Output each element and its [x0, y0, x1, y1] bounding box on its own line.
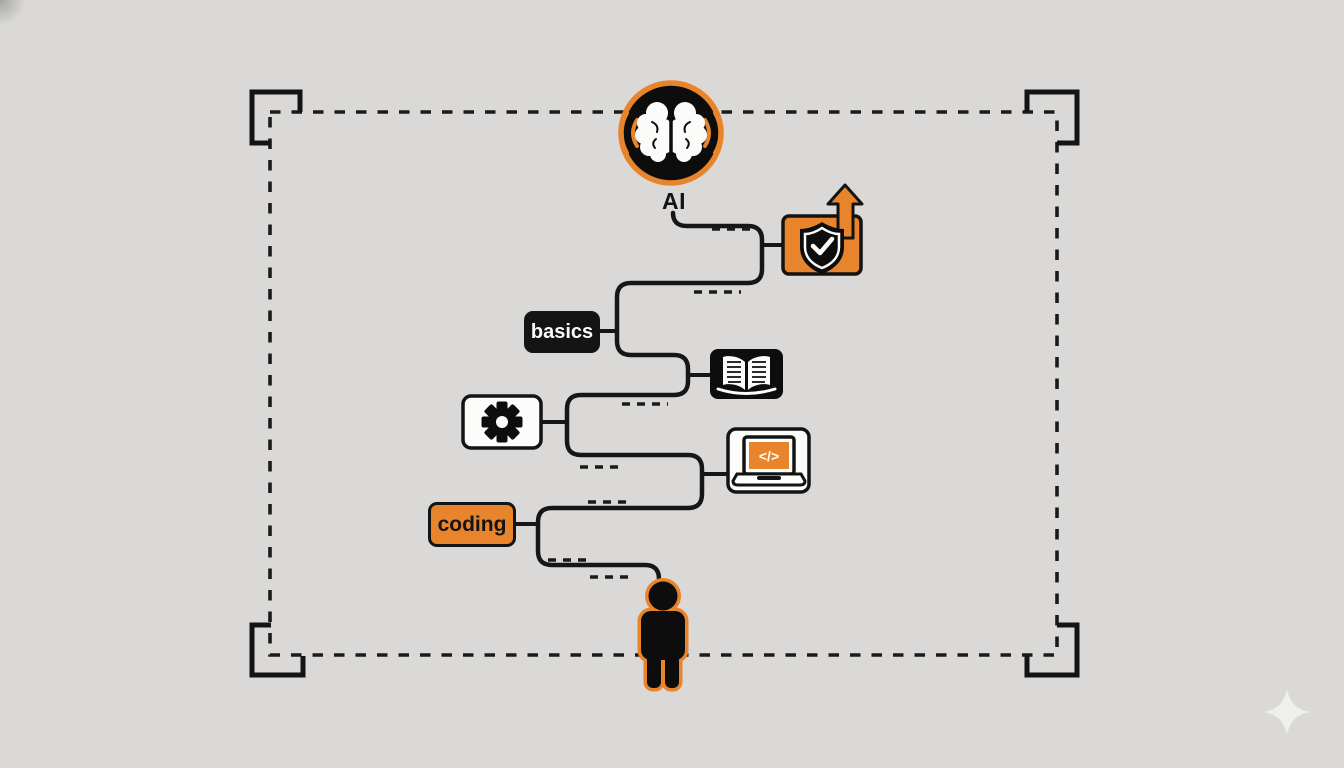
route-dash-hints: [548, 227, 750, 579]
sound-wave-arcs-icon: [619, 111, 723, 155]
code-glyph: </>: [759, 448, 779, 464]
route-connectors: [516, 243, 783, 526]
laptop-milestone-node: </>: [726, 427, 811, 494]
corner-bracket-bottom-right: [1024, 622, 1080, 678]
coding-node: coding: [428, 502, 516, 547]
shield-check-icon: [800, 222, 844, 274]
laptop-code-icon: </>: [731, 435, 807, 487]
book-milestone-node: [710, 349, 783, 399]
route-line: [535, 210, 765, 587]
corner-smudge: [0, 0, 26, 26]
corner-bracket-top-right: [1024, 89, 1080, 146]
learning-path-route: [516, 210, 783, 587]
corner-bracket-bottom-left: [249, 622, 306, 678]
ai-brain-node: [618, 80, 724, 186]
shield-milestone-node: [781, 183, 864, 276]
gear-icon: [481, 401, 523, 443]
gear-milestone-node: [461, 394, 543, 450]
basics-node: basics: [524, 311, 600, 353]
corner-bracket-top-left: [249, 89, 303, 146]
frame-corner-brackets: [249, 89, 1080, 678]
ai-node-label: AI: [662, 187, 686, 214]
sparkle-icon: [1264, 689, 1310, 735]
arrow-up-icon: [826, 183, 864, 240]
open-book-icon: [716, 356, 777, 395]
person-icon: [637, 578, 689, 692]
brain-icon: [635, 102, 707, 162]
